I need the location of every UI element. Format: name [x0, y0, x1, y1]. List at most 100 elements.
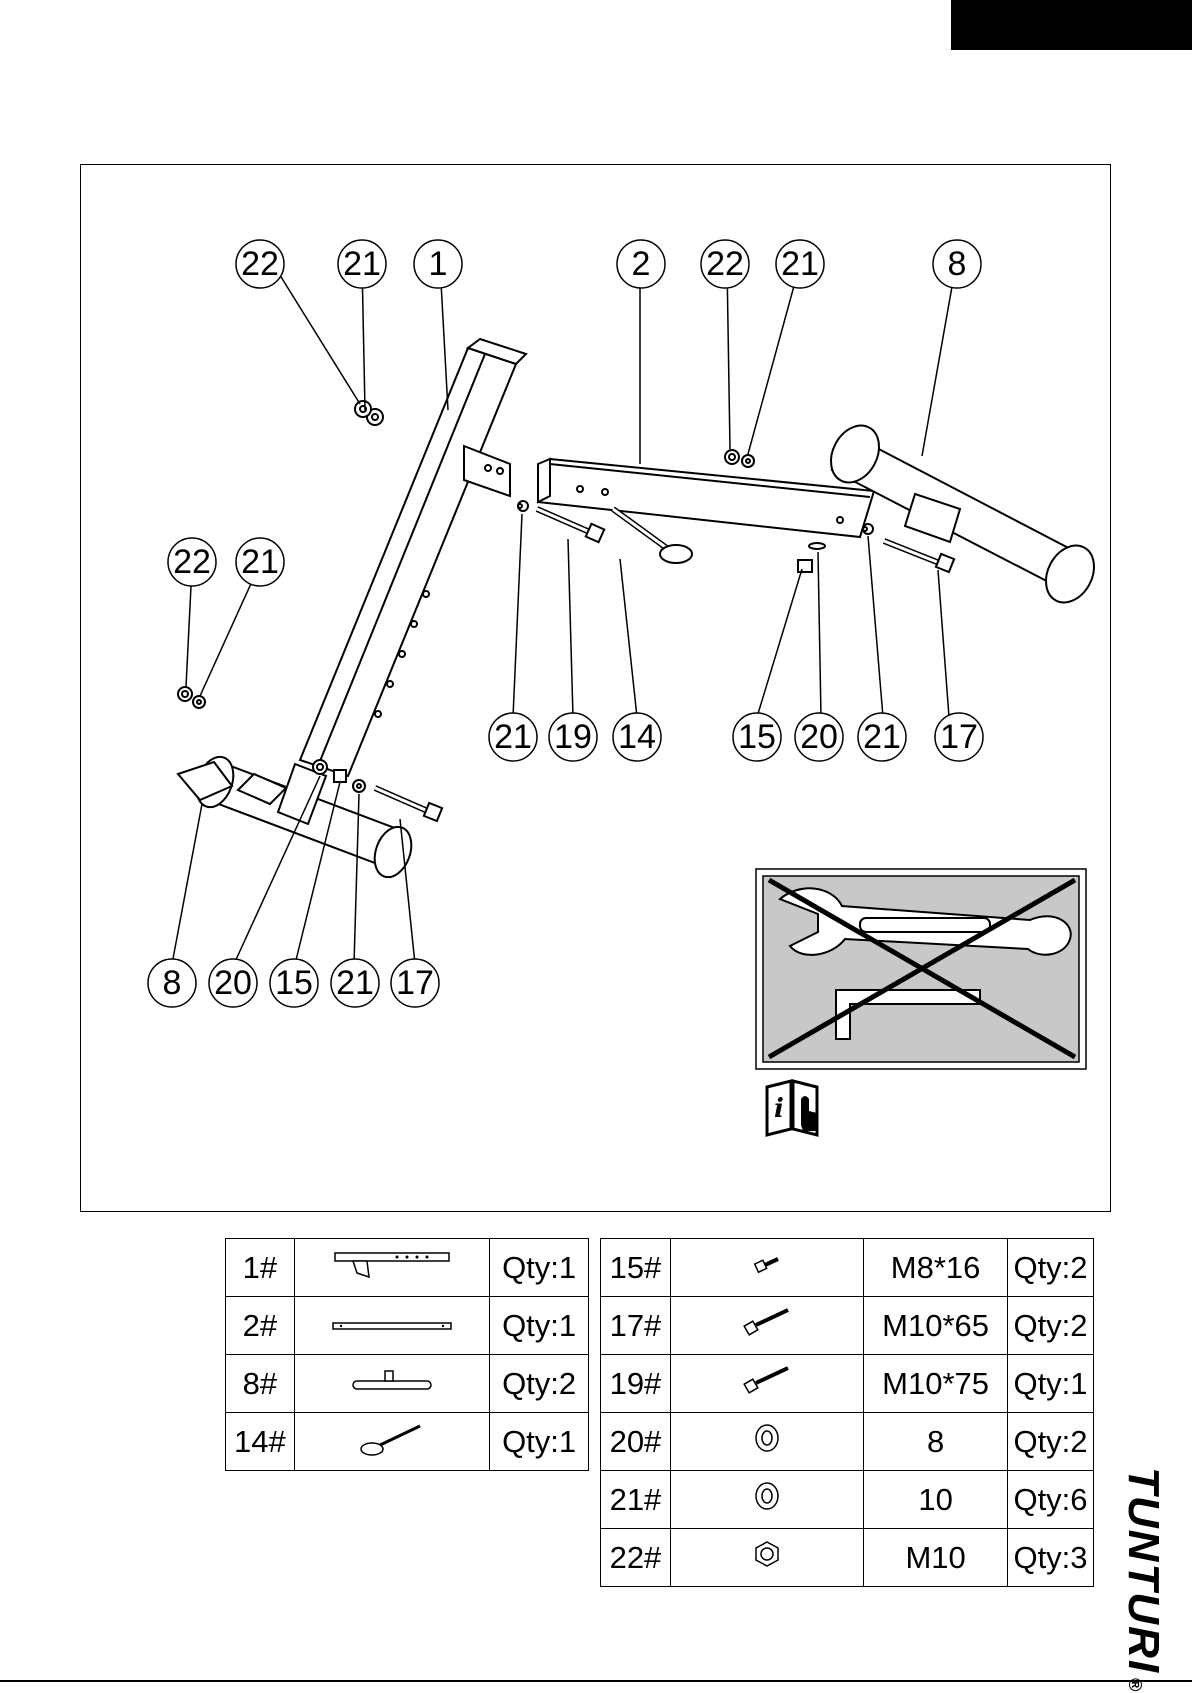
svg-text:19: 19	[554, 718, 592, 756]
table-row: 20# 8 Qty:2	[601, 1413, 1094, 1471]
svg-text:21: 21	[863, 718, 901, 756]
part-size: 8	[864, 1413, 1008, 1471]
part-size: M8*16	[864, 1239, 1008, 1297]
callout-21: 21	[338, 240, 386, 288]
part-number: 21#	[601, 1471, 671, 1529]
part-qty: Qty:6	[1008, 1471, 1094, 1529]
callout-20: 20	[209, 959, 257, 1007]
part-qty: Qty:3	[1008, 1529, 1094, 1587]
callout-8: 8	[933, 240, 981, 288]
svg-text:1: 1	[429, 245, 448, 283]
callout-22: 22	[168, 538, 216, 586]
svg-text:21: 21	[343, 245, 381, 283]
part-qty: Qty:2	[1008, 1413, 1094, 1471]
svg-text:21: 21	[336, 964, 374, 1002]
table-row: 1# Qty:1	[226, 1239, 589, 1297]
svg-text:8: 8	[163, 964, 182, 1002]
nut-icon	[670, 1529, 863, 1587]
callout-19: 19	[549, 713, 597, 761]
part-number: 8#	[226, 1355, 295, 1413]
table-row: 14# Qty:1	[226, 1413, 589, 1471]
callout-21: 21	[489, 713, 537, 761]
table-row: 15# M8*16 Qty:2	[601, 1239, 1094, 1297]
svg-text:15: 15	[738, 718, 776, 756]
pin-icon	[294, 1413, 489, 1471]
table-row: 21# 10 Qty:6	[601, 1471, 1094, 1529]
svg-text:14: 14	[618, 718, 656, 756]
svg-text:22: 22	[173, 543, 211, 581]
svg-text:21: 21	[494, 718, 532, 756]
foot-tube-icon	[294, 1355, 489, 1413]
part-qty: Qty:2	[1008, 1297, 1094, 1355]
part-number: 14#	[226, 1413, 295, 1471]
callout-14: 14	[613, 713, 661, 761]
callout-21: 21	[236, 538, 284, 586]
part-qty: Qty:2	[490, 1355, 589, 1413]
part-qty: Qty:2	[1008, 1239, 1094, 1297]
svg-text:i: i	[774, 1094, 784, 1124]
callout-1: 1	[414, 240, 462, 288]
svg-text:21: 21	[781, 245, 819, 283]
part-size: M10*75	[864, 1355, 1008, 1413]
svg-text:21: 21	[241, 543, 279, 581]
callout-15: 15	[270, 959, 318, 1007]
foot-tube-left-part	[178, 752, 418, 882]
parts-table-right: 15# M8*16 Qty:2 17# M10*65 Qty:2 19# M10…	[600, 1238, 1094, 1587]
part-number: 2#	[226, 1297, 295, 1355]
main-frame-icon	[294, 1239, 489, 1297]
part-qty: Qty:1	[490, 1239, 589, 1297]
svg-text:2: 2	[632, 245, 651, 283]
part-qty: Qty:1	[490, 1413, 589, 1471]
no-tools-notice: i	[756, 869, 1086, 1135]
part-number: 1#	[226, 1239, 295, 1297]
brand-logo: TUNTURI®	[1118, 1467, 1168, 1693]
svg-text:20: 20	[214, 964, 252, 1002]
washer-icon	[670, 1413, 863, 1471]
svg-text:15: 15	[275, 964, 313, 1002]
bolt-icon	[670, 1355, 863, 1413]
table-row: 22# M10 Qty:3	[601, 1529, 1094, 1587]
leader-lines	[172, 264, 956, 964]
part-number: 19#	[601, 1355, 671, 1413]
table-row: 17# M10*65 Qty:2	[601, 1297, 1094, 1355]
cross-bar-part	[538, 459, 874, 537]
main-frame-part	[300, 339, 526, 776]
table-row: 8# Qty:2	[226, 1355, 589, 1413]
svg-text:17: 17	[396, 964, 434, 1002]
part-qty: Qty:1	[490, 1297, 589, 1355]
svg-text:22: 22	[241, 245, 279, 283]
part-size: M10	[864, 1529, 1008, 1587]
assembly-diagram: 22 21 1 2 22 21 8 22 21 21 19 14 15 20 2…	[80, 164, 1111, 1212]
callout-2: 2	[617, 240, 665, 288]
parts-table-left: 1# Qty:1 2# Qty:1 8# Qty:2 14# Qty:1	[225, 1238, 589, 1471]
svg-text:22: 22	[706, 245, 744, 283]
callout-21: 21	[331, 959, 379, 1007]
svg-text:17: 17	[940, 718, 978, 756]
corner-tab	[951, 0, 1192, 50]
table-row: 19# M10*75 Qty:1	[601, 1355, 1094, 1413]
callout-22: 22	[236, 240, 284, 288]
manual-info-icon: i	[767, 1081, 817, 1135]
callout-21: 21	[776, 240, 824, 288]
callout-8: 8	[148, 959, 196, 1007]
callout-15: 15	[733, 713, 781, 761]
part-size: M10*65	[864, 1297, 1008, 1355]
part-size: 10	[864, 1471, 1008, 1529]
washer-icon	[670, 1471, 863, 1529]
callout-21: 21	[858, 713, 906, 761]
callout-17: 17	[391, 959, 439, 1007]
cross-bar-icon	[294, 1297, 489, 1355]
bottom-rule	[0, 1680, 1192, 1682]
callout-20: 20	[795, 713, 843, 761]
svg-text:8: 8	[948, 245, 967, 283]
part-number: 20#	[601, 1413, 671, 1471]
callout-17: 17	[935, 713, 983, 761]
part-number: 15#	[601, 1239, 671, 1297]
svg-text:20: 20	[800, 718, 838, 756]
callout-22: 22	[701, 240, 749, 288]
part-number: 17#	[601, 1297, 671, 1355]
table-row: 2# Qty:1	[226, 1297, 589, 1355]
part-qty: Qty:1	[1008, 1355, 1094, 1413]
short-bolt-icon	[670, 1239, 863, 1297]
part-number: 22#	[601, 1529, 671, 1587]
